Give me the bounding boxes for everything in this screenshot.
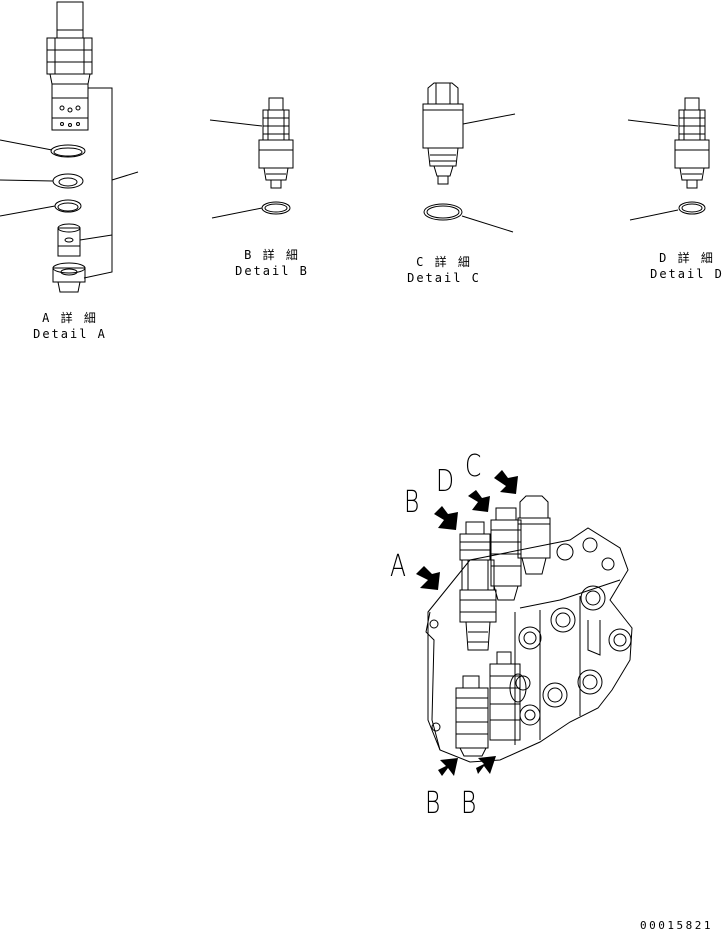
callout-a: A	[390, 549, 407, 584]
detail-c-en: Detail C	[407, 271, 481, 285]
detail-b-jp: B 詳 細	[244, 248, 300, 262]
detail-c-assembly	[423, 83, 515, 232]
detail-d-label: D 詳 細 Detail D	[649, 250, 725, 282]
detail-d-en: Detail D	[650, 267, 724, 281]
valve-stem	[57, 2, 83, 38]
detail-c-label: C 詳 細 Detail C	[404, 254, 484, 286]
control-valve-block	[426, 496, 632, 762]
detail-b-en: Detail B	[235, 264, 309, 278]
callout-b-bottom-right: B	[461, 786, 477, 821]
callout-b-top: B	[404, 485, 420, 520]
arrow-b-bottom-left	[438, 758, 458, 776]
callout-c: C	[465, 449, 482, 484]
detail-b-label: B 詳 細 Detail B	[232, 247, 312, 279]
detail-b-assembly	[210, 98, 293, 218]
detail-c-jp: C 詳 細	[416, 255, 472, 269]
detail-a-label: A 詳 細 Detail A	[30, 310, 110, 342]
valve-cartridge	[52, 84, 88, 130]
detail-a-en: Detail A	[33, 327, 107, 341]
o-ring-1	[51, 145, 85, 157]
arrow-b-top	[434, 506, 458, 530]
arrow-a	[416, 566, 440, 590]
arrow-c	[494, 470, 518, 494]
arrow-d	[468, 490, 490, 512]
callout-d: D	[436, 464, 455, 499]
pointer-arrows	[416, 470, 518, 776]
detail-a-jp: A 詳 細	[42, 311, 98, 325]
valve-hex-body	[47, 38, 92, 74]
callout-b-bottom-left: B	[425, 786, 441, 821]
detail-d-jp: D 詳 細	[659, 251, 715, 265]
detail-d-assembly	[628, 98, 709, 220]
arrow-b-bottom-right	[476, 756, 496, 774]
detail-a-assembly	[0, 2, 138, 292]
spool	[58, 228, 80, 256]
drawing-code: 00015821	[640, 919, 713, 932]
